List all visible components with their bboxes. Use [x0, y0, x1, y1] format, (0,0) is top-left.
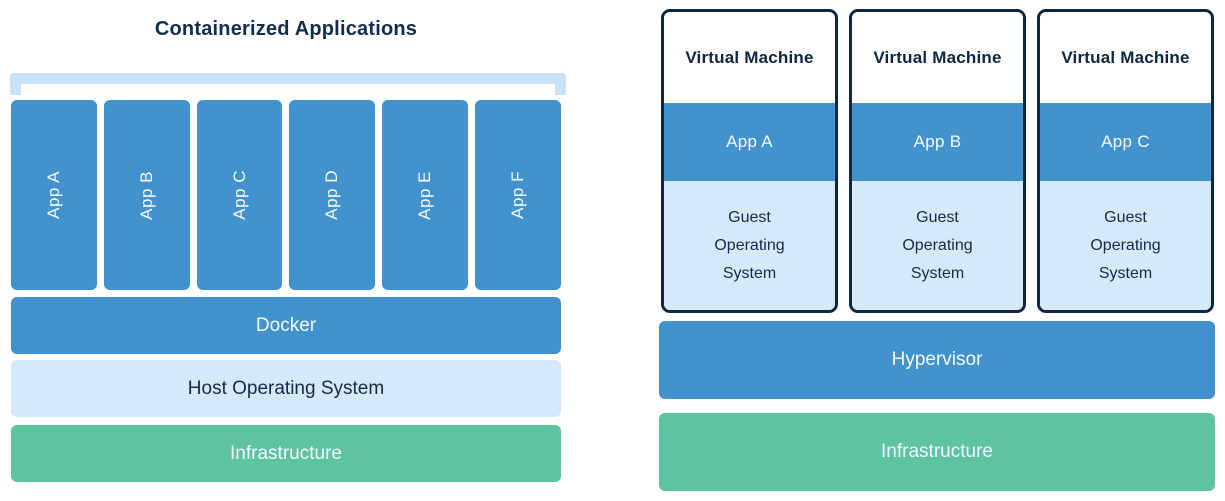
container-apps-row: App A App B App C App D App E App F — [11, 100, 561, 290]
host-os-layer: Host Operating System — [11, 360, 561, 417]
vm1-title: Virtual Machine — [685, 47, 814, 67]
hypervisor-layer: Hypervisor — [659, 321, 1215, 399]
host-os-layer-label: Host Operating System — [187, 377, 385, 399]
vm3-app: App C — [1040, 103, 1211, 181]
container-app-d: App D — [289, 100, 376, 290]
container-app-a-label: App A — [43, 171, 63, 219]
virtual-machine-3: Virtual Machine App C Guest Operating Sy… — [1037, 9, 1214, 313]
vm3-guest-os: Guest Operating System — [1040, 181, 1211, 310]
vm1-app: App A — [664, 103, 835, 181]
container-app-e-label: App E — [415, 170, 435, 220]
container-app-c: App C — [196, 100, 283, 290]
container-app-c-label: App C — [229, 170, 249, 220]
container-app-f: App F — [475, 100, 561, 290]
virtual-machine-1: Virtual Machine App A Guest Operating Sy… — [661, 9, 838, 313]
vm1-guest-os-line3: System — [722, 264, 777, 282]
vm2-guest-os-line3: System — [910, 264, 965, 282]
virtual-machine-2: Virtual Machine App B Guest Operating Sy… — [849, 9, 1026, 313]
vm2-app-label: App B — [913, 132, 962, 151]
vm1-guest-os-line1: Guest — [728, 208, 771, 226]
vm3-app-label: App C — [1101, 132, 1150, 151]
vm2-guest-os-line2: Operating — [902, 236, 973, 254]
container-app-e: App E — [382, 100, 469, 290]
container-app-b-label: App B — [136, 170, 156, 220]
vm1-guest-os-line2: Operating — [714, 236, 785, 254]
containerized-applications-title: Containerized Applications — [154, 18, 418, 40]
vm3-guest-os-line3: System — [1098, 264, 1153, 282]
container-app-a: App A — [11, 100, 97, 290]
vm2-title: Virtual Machine — [873, 47, 1002, 67]
container-group-bracket — [10, 73, 566, 95]
container-app-b: App B — [103, 100, 190, 290]
vm1-header: Virtual Machine — [664, 12, 835, 103]
vm1-guest-os: Guest Operating System — [664, 181, 835, 310]
hypervisor-layer-label: Hypervisor — [891, 349, 983, 370]
vm3-guest-os-line2: Operating — [1090, 236, 1161, 254]
infrastructure-layer-left: Infrastructure — [11, 425, 561, 482]
vm1-app-label: App A — [726, 132, 773, 151]
vm2-app: App B — [852, 103, 1023, 181]
vm2-guest-os: Guest Operating System — [852, 181, 1023, 310]
infrastructure-layer-left-label: Infrastructure — [230, 442, 342, 464]
vm2-header: Virtual Machine — [852, 12, 1023, 103]
vm3-guest-os-line1: Guest — [1104, 208, 1147, 226]
container-app-f-label: App F — [508, 171, 528, 219]
docker-layer-label: Docker — [255, 314, 317, 336]
vm3-title: Virtual Machine — [1061, 47, 1190, 67]
vm3-header: Virtual Machine — [1040, 12, 1211, 103]
docker-layer: Docker — [11, 297, 561, 354]
container-app-d-label: App D — [322, 170, 342, 220]
infrastructure-layer-right: Infrastructure — [659, 413, 1215, 491]
vm2-guest-os-line1: Guest — [916, 208, 959, 226]
infrastructure-layer-right-label: Infrastructure — [881, 441, 993, 462]
